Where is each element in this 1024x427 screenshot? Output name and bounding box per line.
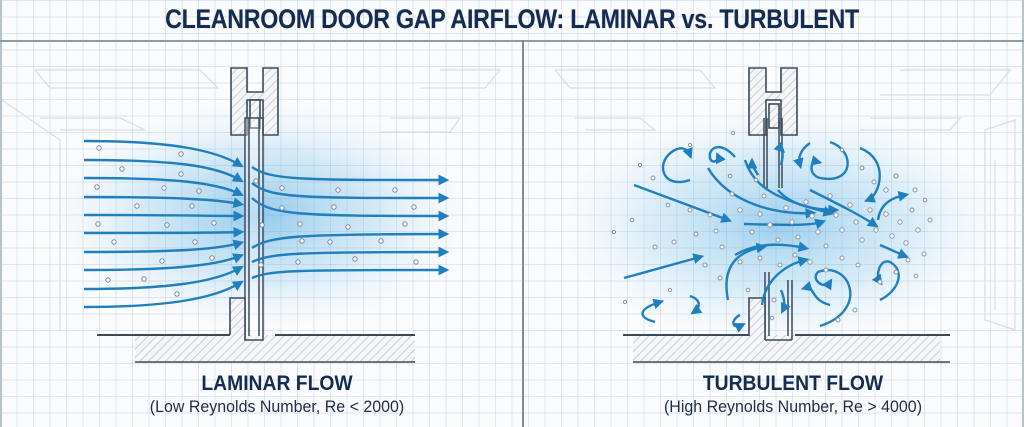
turbulent-heading: TURBULENT FLOW — [702, 372, 884, 395]
title-divider — [0, 40, 1024, 42]
door-frame-top-left — [230, 67, 279, 136]
floor-hatch-left — [135, 335, 415, 362]
laminar-panel — [45, 67, 475, 363]
door-stop-bottom-left — [229, 297, 246, 340]
laminar-particles — [94, 145, 419, 297]
laminar-subheading: (Low Reynolds Number, Re < 2000) — [149, 397, 405, 416]
laminar-outflow-arrows — [251, 166, 450, 280]
door-stop-bottom-right — [748, 297, 766, 340]
left-border — [0, 0, 2, 427]
laminar-flow-glow — [45, 100, 475, 330]
turbulent-core-arrows — [706, 159, 910, 306]
laminar-caption: LAMINAR FLOW (Low Reynolds Number, Re < … — [77, 372, 477, 418]
turbulent-subheading: (High Reynolds Number, Re > 4000) — [663, 397, 923, 416]
turbulent-particles — [611, 130, 933, 323]
turbulent-caption: TURBULENT FLOW (High Reynolds Number, Re… — [593, 372, 993, 418]
panel-divider — [522, 40, 524, 427]
diagram-title: CLEANROOM DOOR GAP AIRFLOW: LAMINAR vs. … — [165, 4, 859, 34]
door-frame-top-right — [748, 67, 798, 136]
turbulent-vortex-arrows — [641, 140, 900, 333]
floor-hatch-right — [633, 335, 940, 362]
laminar-inflow-arrows — [83, 139, 245, 309]
laminar-heading: LAMINAR FLOW — [201, 372, 353, 395]
turbulent-panel — [555, 67, 1005, 363]
door-leaf-left — [244, 117, 264, 341]
right-border — [1022, 0, 1024, 427]
